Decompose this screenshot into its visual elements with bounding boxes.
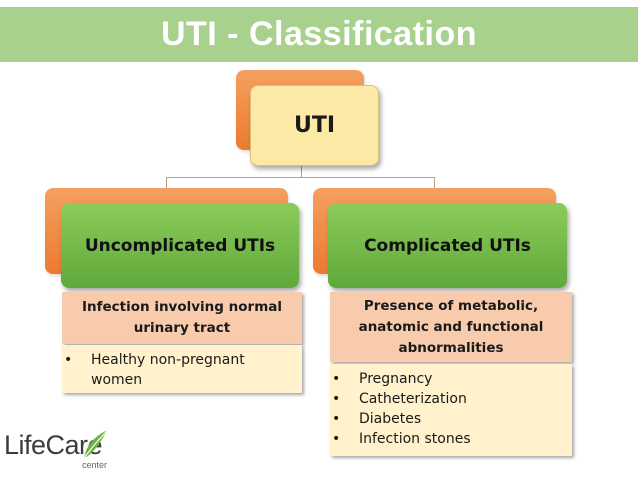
bullet-icon: • <box>332 411 341 427</box>
bullet-icon: • <box>64 352 73 368</box>
bullet-icon: • <box>332 431 341 447</box>
connector-left-down <box>166 177 167 189</box>
slide-title: UTI - Classification <box>160 15 478 53</box>
connector-right-down <box>434 177 435 189</box>
lifecare-logo: LifeCare center <box>4 428 114 476</box>
list-item: • Diabetes <box>330 409 562 429</box>
connector-horizontal <box>166 177 435 178</box>
list-item: • Catheterization <box>330 389 562 409</box>
complicated-node: Complicated UTIs <box>328 203 567 288</box>
list-item-text: Diabetes <box>359 411 422 427</box>
uncomplicated-list: • Healthy non-pregnant women <box>62 345 302 393</box>
list-item-text: Catheterization <box>359 391 467 407</box>
uncomplicated-description: Infection involving normal urinary tract <box>62 292 302 344</box>
list-item: • Healthy non-pregnant women <box>62 350 292 390</box>
list-item-text: Pregnancy <box>359 371 433 387</box>
leaf-icon <box>83 429 109 459</box>
bullet-icon: • <box>332 371 341 387</box>
list-item: • Infection stones <box>330 429 562 449</box>
complicated-label: Complicated UTIs <box>364 235 531 256</box>
root-node: UTI <box>250 85 379 166</box>
logo-sub: center <box>82 460 108 470</box>
uncomplicated-label: Uncomplicated UTIs <box>84 235 276 256</box>
connector-root-down <box>301 163 302 178</box>
uncomplicated-node: Uncomplicated UTIs <box>61 203 299 288</box>
list-item: • Pregnancy <box>330 369 562 389</box>
bullet-icon: • <box>332 391 341 407</box>
list-item-text: Healthy non-pregnant women <box>91 352 245 388</box>
title-bar: UTI - Classification <box>0 7 638 62</box>
complicated-description: Presence of metabolic, anatomic and func… <box>330 292 572 362</box>
complicated-list: • Pregnancy • Catheterization • Diabetes… <box>330 364 572 456</box>
root-label: UTI <box>293 113 336 138</box>
list-item-text: Infection stones <box>359 431 471 447</box>
